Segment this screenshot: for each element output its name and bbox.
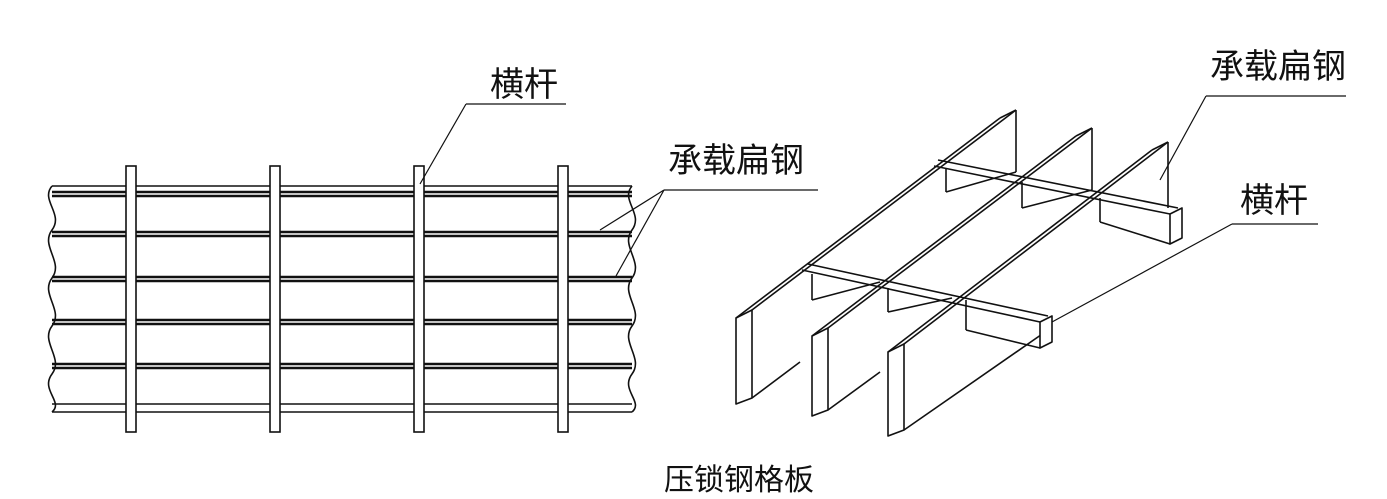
iso-bearing-bar-label: 承载扁钢 [1210,47,1346,87]
plan-bearing-bar-2 [52,230,632,238]
diagram-caption: 压锁钢格板 [664,463,814,498]
plan-crossbar-4 [557,165,569,433]
plan-bearing-bar-4 [52,318,632,326]
iso-crossbar-label: 横杆 [1240,181,1308,221]
plan-bearing-bar-1 [52,190,632,198]
iso-bearing-bar-3 [887,141,1169,437]
iso-bearing-bar-2 [811,127,1093,417]
iso-crossbar-leader [1051,223,1233,323]
plan-bearing-bar-3 [52,275,632,283]
plan-bearing-bar-label: 承载扁钢 [668,141,804,181]
plan-bearing-leader-2 [615,189,665,277]
plan-right-break-edge [627,185,637,413]
plan-crossbar-1 [125,165,137,433]
plan-bearing-bar-5 [52,362,632,370]
iso-view [735,95,1346,437]
plan-left-break-edge [47,185,57,413]
iso-bearing-bar-1 [735,109,1017,405]
iso-crossbar-front [801,263,1053,349]
plan-crossbar-leader [419,103,467,185]
plan-bearing-leader-1 [599,189,665,231]
plan-crossbar-3 [413,165,425,433]
iso-crossbar-back [933,159,1183,245]
plan-view [47,103,818,433]
plan-crossbar-label: 横杆 [490,65,558,105]
iso-bearing-leader [1159,95,1207,181]
plan-crossbar-2 [269,165,281,433]
